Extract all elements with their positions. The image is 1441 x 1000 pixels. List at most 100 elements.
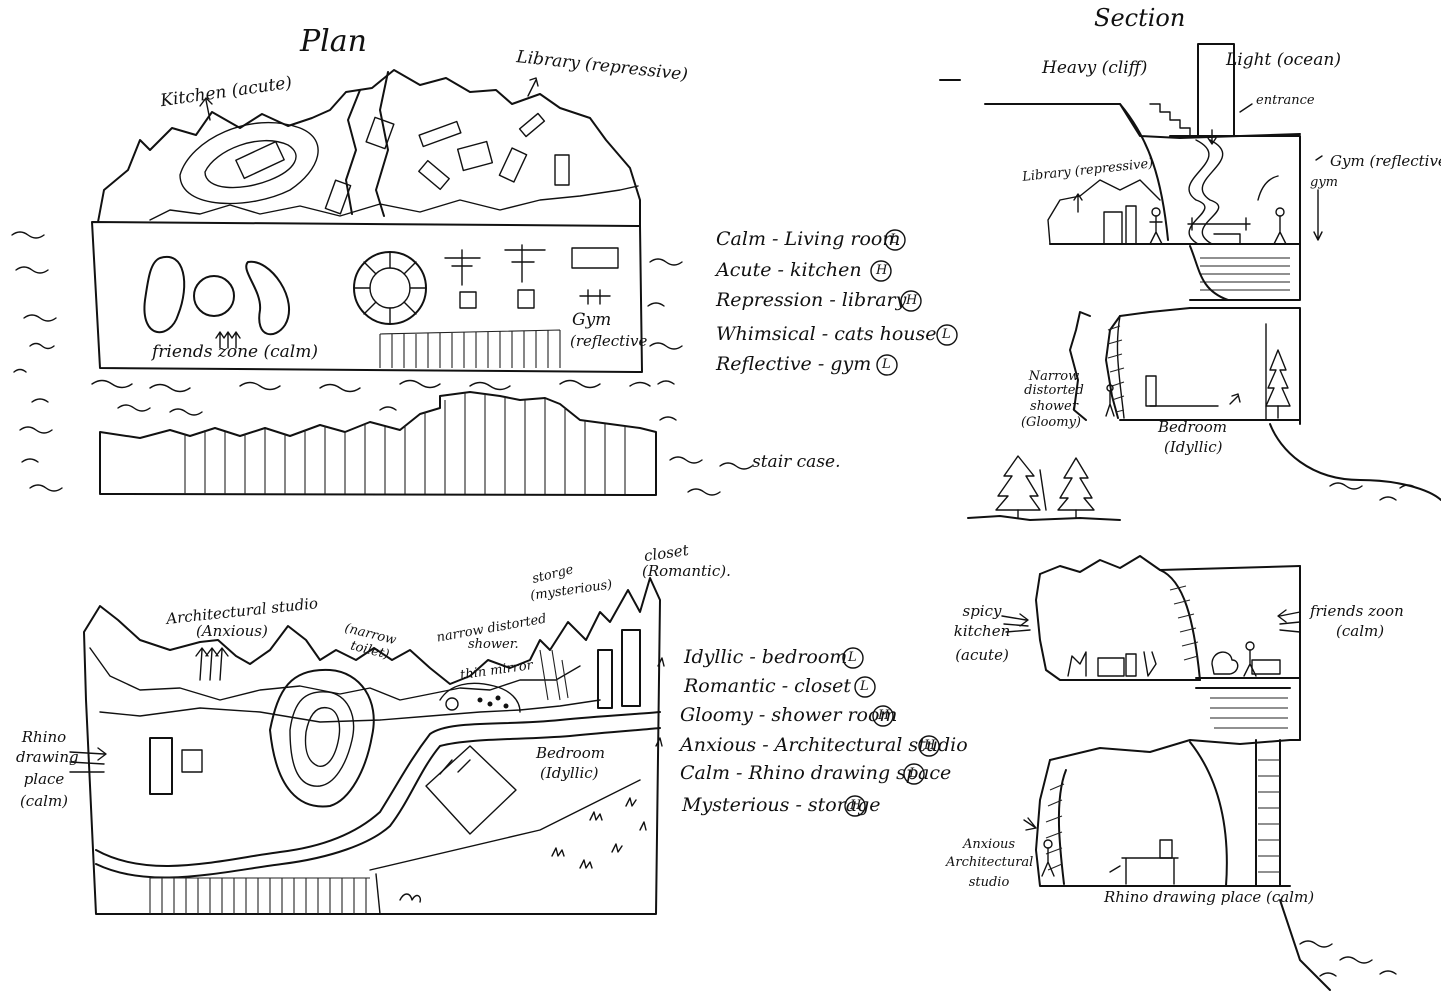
bedroom-sub-label: (Idyllic)	[540, 764, 599, 782]
staircase-label: stair case.	[752, 452, 841, 472]
section-bottom	[939, 79, 1397, 991]
section-upper	[984, 43, 1323, 301]
staircase-plan	[99, 391, 657, 496]
upper-legend-3: Repression - library	[716, 289, 907, 311]
upper-legend-4-mark: L	[942, 327, 951, 342]
lower-legend-5-mark: L	[909, 766, 918, 781]
winding-path	[95, 711, 661, 867]
lower-legend-3-mark: H	[878, 708, 890, 723]
bedroom-furniture	[1145, 375, 1157, 407]
section-kitchen-label-2: kitchen	[953, 622, 1011, 640]
lower-legend-3: Gloomy - shower room	[680, 704, 898, 726]
tree-2	[1057, 457, 1095, 519]
section-shower-label-1: Narrow	[1028, 369, 1080, 384]
section-bedroom-label: Bedroom	[1158, 418, 1227, 436]
section-studio-label-1: Anxious	[962, 837, 1016, 852]
upper-legend-3-mark: H	[906, 293, 918, 308]
lower-legend-6-mark: H	[850, 798, 862, 813]
closet-shelf-1	[597, 649, 613, 709]
round-table	[193, 275, 235, 317]
section-lower	[1001, 555, 1301, 741]
section-title: Section	[1094, 4, 1186, 32]
upper-legend-5-mark: L	[882, 357, 891, 372]
section-bedroom-sub-label: (Idyllic)	[1164, 438, 1223, 456]
rhino-label-4: (calm)	[19, 792, 69, 810]
crevice	[345, 71, 389, 217]
section-spiral	[1201, 139, 1224, 245]
entrance-label: entrance	[1256, 93, 1315, 108]
section-friends-sub-label: (calm)	[1336, 622, 1385, 640]
section-gym-small-label: gym	[1310, 175, 1338, 190]
rhino-label-1: Rhino	[21, 728, 67, 746]
kitchen-contour-inner	[204, 140, 297, 189]
lower-legend-6: Mysterious - storage	[682, 794, 881, 816]
kitchen-table	[235, 140, 285, 180]
light-ocean-label: Light (ocean)	[1226, 50, 1341, 70]
shower-area	[439, 682, 521, 713]
upper-legend-1: Calm - Living room	[716, 228, 901, 250]
section-middle	[1069, 307, 1441, 501]
kitchen-contour-outer	[179, 121, 319, 205]
figure-library	[1149, 207, 1163, 245]
shower-sub-label: shower.	[468, 637, 519, 652]
upper-legend-1-mark: L	[890, 232, 899, 247]
grass-tufts	[399, 657, 665, 903]
lower-legend-1-mark: L	[848, 650, 857, 665]
section-studio-label-3: studio	[968, 875, 1010, 890]
rhino-label-2: drawing	[16, 748, 79, 766]
terrain-contour	[269, 668, 375, 808]
section-shower-label-2: distorted	[1024, 383, 1084, 398]
figure-studio	[1041, 839, 1055, 877]
lower-legend-4: Anxious - Architectural studio	[680, 734, 968, 756]
lower-legend-2-mark: L	[860, 679, 869, 694]
sofa-right	[245, 260, 291, 336]
stair-bars-upper	[379, 329, 561, 368]
bed	[425, 745, 517, 835]
closet-shelf-2	[621, 629, 641, 707]
studio-desk	[149, 737, 173, 795]
upper-legend-4: Whimsical - cats house	[716, 323, 937, 345]
figure-shower	[1105, 384, 1115, 417]
tree-1	[995, 455, 1041, 519]
studio-floor	[99, 699, 601, 723]
plan-title: Plan	[300, 24, 367, 59]
sofa-left	[143, 255, 186, 334]
section-ground	[967, 455, 1121, 521]
section-friends-label: friends zoon	[1310, 602, 1404, 620]
heavy-cliff-label: Heavy (cliff)	[1042, 58, 1148, 78]
lower-plan	[69, 577, 665, 915]
lower-legend-1: Idyllic - bedroom	[684, 646, 848, 668]
upper-legend-2-mark: H	[876, 263, 888, 278]
stair-bars-lower	[149, 877, 370, 914]
section-shower-label-4: (Gloomy)	[1020, 415, 1081, 430]
figure-gym	[1273, 207, 1287, 245]
lower-legend-2: Romantic - closet	[684, 675, 851, 697]
upper-legend-5: Reflective - gym	[716, 353, 872, 375]
upper-legend-2: Acute - kitchen	[716, 259, 862, 281]
figure-friends	[1243, 641, 1257, 677]
section-kitchen-label-3: (acute)	[955, 646, 1009, 664]
studio-desk-section	[1109, 839, 1179, 885]
closet-sub-label: (Romantic).	[642, 562, 731, 580]
lower-plan-outline	[83, 577, 661, 915]
studio-inner-edge	[89, 647, 581, 701]
lower-legend-5: Calm - Rhino drawing space	[680, 762, 952, 784]
section-rhino-label: Rhino drawing place (calm)	[1104, 888, 1315, 906]
library-books	[324, 112, 570, 215]
gym-label: Gym	[572, 310, 612, 330]
lower-legend-4-mark: H	[924, 738, 936, 753]
section-shower-label-3: shower	[1030, 399, 1078, 414]
kitchen-furniture	[1067, 651, 1157, 677]
upper-plan	[91, 69, 643, 373]
section-gym-label: Gym (reflective	[1330, 152, 1441, 170]
bedroom-label: Bedroom	[536, 744, 605, 762]
section-kitchen-label-1: spicy	[962, 602, 1002, 620]
gym-sub-label: (reflective	[570, 332, 648, 350]
friends-zone-label: friends zone (calm)	[152, 342, 318, 362]
studio-sub-label: (Anxious)	[196, 622, 268, 640]
living-level-outline	[91, 221, 643, 373]
tree-bedroom	[1265, 349, 1291, 419]
legend-circles	[842, 229, 958, 817]
